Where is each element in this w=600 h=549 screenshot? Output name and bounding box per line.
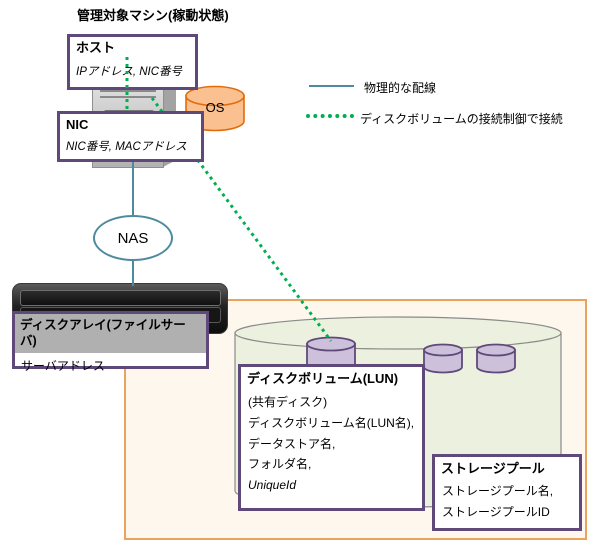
host-title: ホスト [76, 40, 116, 55]
legend-control-label: ディスクボリュームの接続制御で接続 [360, 112, 563, 126]
storage-pool-attribute: ストレージプールID [442, 504, 550, 519]
nas-ellipse: NAS [93, 215, 173, 261]
disk-volume-attribute: ディスクボリューム名(LUN名), [248, 415, 415, 430]
storage-pool-box: ストレージプール ストレージプール名, ストレージプールID [432, 454, 582, 531]
host-box: ホスト IPアドレス, NIC番号 [67, 34, 198, 90]
disk-array-slot-1 [20, 290, 221, 306]
legend-control-line [306, 114, 354, 118]
legend-physical-line [309, 85, 354, 87]
disk-volume-attribute: フォルダ名, [248, 457, 312, 472]
host-attributes: IPアドレス, NIC番号 [76, 66, 183, 79]
disk-volume-subtitle: (共有ディスク) [248, 395, 328, 410]
disk-volume-attribute: UniqueId [248, 477, 297, 492]
disk-array-box: ディスクアレイ(ファイルサーバ) サーバアドレス [12, 311, 209, 373]
nic-title: NIC [66, 117, 89, 132]
storage-pool-title: ストレージプール [441, 461, 545, 476]
legend-physical-label: 物理的な配線 [364, 81, 437, 95]
nic-box: NIC NIC番号, MACアドレス [57, 111, 204, 162]
nas-label: NAS [117, 229, 149, 247]
disk-volume-title: ディスクボリューム(LUN) [247, 371, 399, 386]
nic-attributes: NIC番号, MACアドレス [66, 141, 187, 154]
disk-volume-box: ディスクボリューム(LUN) (共有ディスク) ディスクボリューム名(LUN名)… [238, 364, 425, 511]
storage-pool-attribute: ストレージプール名, [442, 484, 554, 499]
os-label: OS [205, 100, 225, 115]
disk-volume-attribute: データストア名, [248, 436, 336, 451]
diagram-title: 管理対象マシン(稼動状態) [77, 8, 229, 23]
disk-array-attributes: サーバアドレス [21, 358, 105, 373]
disk-array-title: ディスクアレイ(ファイルサーバ) [15, 314, 206, 353]
